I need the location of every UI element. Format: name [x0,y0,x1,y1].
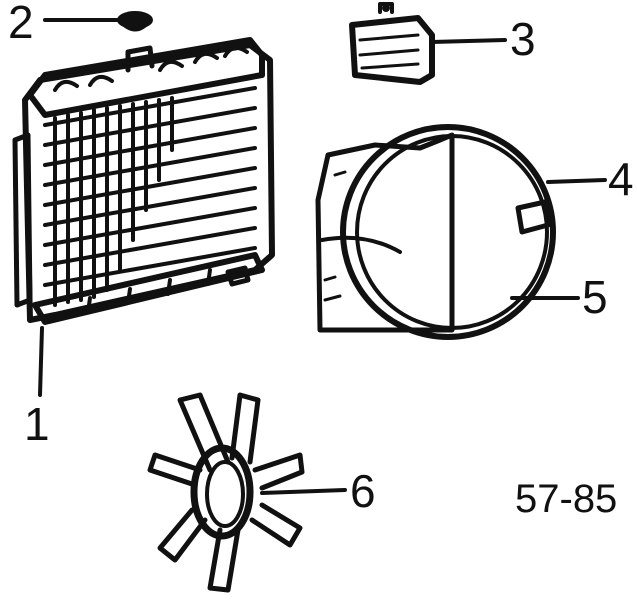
fan [147,392,305,593]
callout-label-4: 4 [608,153,634,205]
callout-label-6: 6 [350,465,376,517]
callout-label-5: 5 [582,271,608,323]
radiator-cap [117,11,153,32]
callout-label-2: 2 [8,0,34,48]
callout-label-1: 1 [24,398,50,450]
leader-lines [38,18,607,495]
diagram-code: 57-85 [515,477,617,521]
callout-label-3: 3 [510,13,536,65]
fan-shroud [315,124,556,340]
expansion-tank [349,2,435,85]
radiator [12,37,275,325]
